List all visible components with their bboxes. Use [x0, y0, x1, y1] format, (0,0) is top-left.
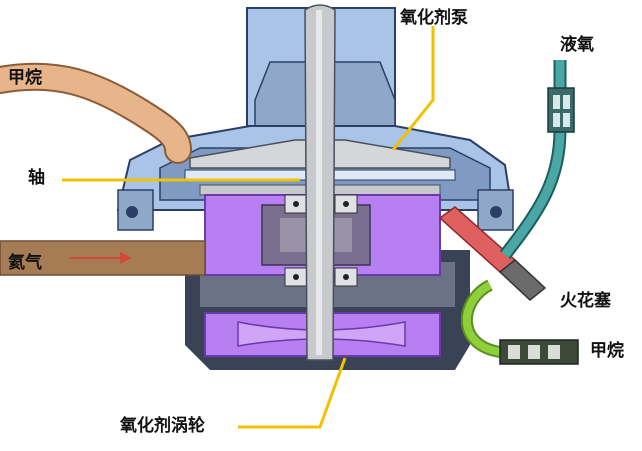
methane-feed-hose	[0, 62, 192, 164]
label-oxidizer-pump: 氧化剂泵	[400, 8, 468, 28]
lox-line	[499, 60, 575, 259]
leader-lines	[62, 26, 435, 429]
shaft	[304, 4, 336, 361]
label-spark-plug: 火花塞	[560, 291, 611, 311]
label-methane-bottom: 甲烷	[590, 341, 624, 361]
label-shaft: 轴	[28, 168, 45, 188]
helium-pipe	[0, 240, 206, 276]
label-helium: 氦气	[8, 253, 42, 273]
leader-oxidizer-pump	[391, 26, 435, 151]
label-oxidizer-turbine: 氧化剂涡轮	[120, 416, 205, 436]
label-methane-top: 甲烷	[8, 68, 42, 88]
methane-igniter-line	[460, 279, 579, 365]
label-liquid-oxygen: 液氧	[560, 35, 594, 55]
leader-oxidizer-turbine	[238, 357, 347, 429]
spark-plug	[438, 206, 547, 301]
